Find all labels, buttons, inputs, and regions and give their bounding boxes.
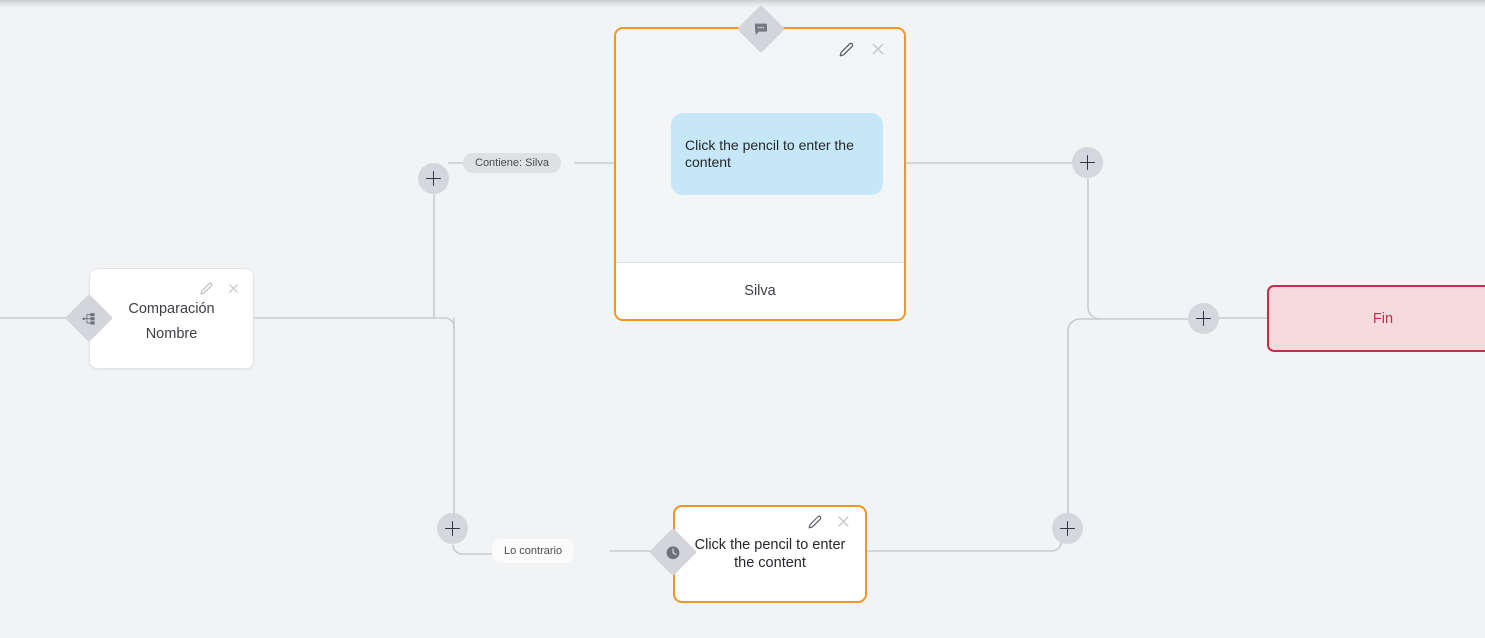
edge-label-contains[interactable]: Contiene: Silva (463, 153, 561, 173)
comparison-title: Comparación (128, 301, 215, 317)
message-bubble[interactable]: Click the pencil to enter the content (671, 113, 883, 195)
pencil-icon[interactable] (839, 42, 854, 57)
add-node-false-branch-button[interactable] (437, 513, 468, 544)
wait-card-text: Click the pencil to enter the content (694, 537, 846, 571)
edge-wait-corner (1051, 541, 1062, 552)
sitemap-badge[interactable] (64, 293, 114, 343)
edge-false-corner (445, 317, 455, 328)
add-node-after-message-button[interactable] (1072, 147, 1103, 178)
node-comparison[interactable]: Comparación Nombre (89, 268, 254, 369)
clock-badge[interactable] (648, 527, 698, 577)
message-card-footer: Silva (616, 262, 904, 319)
edge-split-corner-a (434, 318, 446, 330)
pencil-icon[interactable] (200, 282, 213, 295)
edge-label-otherwise[interactable]: Lo contrario (492, 539, 575, 563)
pencil-icon[interactable] (808, 515, 822, 529)
close-icon[interactable] (227, 282, 240, 295)
close-icon[interactable] (870, 41, 886, 57)
chat-bubble-icon (753, 21, 769, 37)
message-card-actions (839, 41, 886, 57)
add-node-before-end-button[interactable] (1188, 303, 1219, 334)
sitemap-icon (82, 311, 97, 326)
wait-card-actions (808, 514, 851, 529)
message-bubble-text: Click the pencil to enter the content (685, 137, 854, 170)
edge-false-to-chip (452, 544, 493, 555)
close-icon[interactable] (836, 514, 851, 529)
node-wait-card[interactable]: Click the pencil to enter the content (673, 505, 867, 603)
edge-merge-bottom (1067, 318, 1101, 514)
node-end[interactable]: Fin (1267, 285, 1485, 352)
comparison-subtitle: Nombre (145, 326, 198, 342)
edge-merge-top (1087, 178, 1189, 320)
add-node-after-wait-button[interactable] (1052, 513, 1083, 544)
chat-bubble-badge[interactable] (736, 4, 786, 54)
add-node-true-branch-button[interactable] (418, 163, 449, 194)
comparison-actions (200, 282, 240, 295)
node-message-card[interactable]: Click the pencil to enter the content Si… (614, 27, 906, 321)
clock-icon (665, 544, 682, 561)
